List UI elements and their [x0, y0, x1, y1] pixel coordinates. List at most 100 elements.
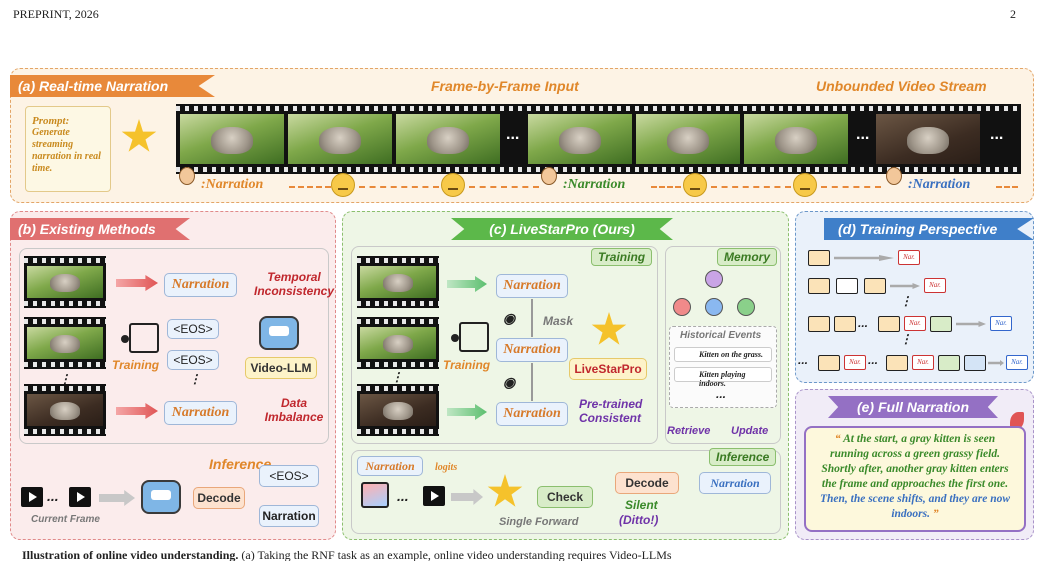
teacher-icon — [451, 322, 489, 352]
narrator-avatar-icon — [886, 167, 902, 185]
frame-thumb-icon — [930, 316, 952, 332]
eos-box: <EOS> — [259, 465, 319, 487]
panel-real-time-narration: (a) Real-time Narration Frame-by-Frame I… — [10, 68, 1034, 203]
caption-text: (a) Taking the RNF task as an example, o… — [238, 548, 672, 561]
timeline-dash — [469, 186, 539, 188]
frame-thumb-icon — [808, 250, 830, 266]
clip-frame — [360, 266, 436, 298]
memory-area — [665, 246, 781, 444]
flow-line — [531, 363, 533, 401]
single-forward-label: Single Forward — [499, 516, 579, 528]
panel-training-perspective: (d) Training Perspective Nar. Nar. ⋮ ...… — [795, 211, 1034, 383]
frame-input-label: Frame-by-Frame Input — [431, 78, 579, 94]
silent-face-icon — [793, 173, 817, 197]
timeline-dash — [821, 186, 881, 188]
grey-arrow — [451, 489, 483, 505]
livestarpro-box: LiveStarPro — [569, 358, 647, 380]
inference-tag: Inference — [709, 448, 777, 466]
video-frame — [180, 114, 284, 164]
nar-box: Nar. — [844, 355, 866, 370]
retrieve-label: Retrieve — [667, 425, 711, 437]
narration-text-part1: At the start, a gray kitten is seen runn… — [821, 433, 1009, 490]
ellipsis: ... — [858, 316, 869, 330]
inference-area — [351, 450, 781, 534]
memory-node — [673, 298, 691, 316]
memory-node — [705, 270, 723, 288]
clip-filmstrip — [357, 384, 439, 436]
ditto-label: (Ditto!) — [619, 513, 659, 527]
decode-box: Decode — [193, 487, 245, 509]
ellipsis: ... — [798, 353, 809, 367]
video-llm-box: Video-LLM — [245, 357, 317, 379]
green-arrow — [447, 404, 487, 420]
clip-frame — [27, 327, 103, 359]
narration-output-box: Narration — [259, 505, 319, 527]
narration-box: Narration — [496, 402, 568, 426]
silent-face-icon — [331, 173, 355, 197]
grey-arrow — [99, 490, 135, 506]
nar-box: Nar. — [924, 278, 946, 293]
prompt-note: Prompt: Generate streaming narration in … — [25, 106, 111, 192]
video-frame — [636, 114, 740, 164]
historical-events-box: Historical Events Kitten on the grass. K… — [669, 326, 777, 408]
grey-arrow — [834, 255, 894, 261]
grey-arrow — [988, 360, 1004, 366]
narration-label-2: :Narration — [563, 177, 626, 192]
narration-box: Narration — [496, 338, 568, 362]
video-frame — [876, 114, 980, 164]
clip-filmstrip — [24, 317, 106, 369]
memory-tag: Memory — [717, 248, 778, 266]
nar-box: Nar. — [990, 316, 1012, 331]
narration-label-3: :Narration — [908, 177, 971, 192]
ellipsis: ... — [47, 488, 59, 504]
pretrained-consistent-label: Pre-trained Consistent — [579, 397, 643, 425]
masked-frame-icon — [836, 278, 858, 294]
nar-box: Nar. — [912, 355, 934, 370]
figure-caption: Illustration of online video understandi… — [22, 548, 672, 561]
clip-frame — [27, 394, 103, 426]
vertical-ellipsis: ⋮ — [900, 294, 912, 308]
decode-box: Decode — [615, 472, 679, 494]
frame-thumb-icon — [964, 355, 986, 371]
page-number: 2 — [1010, 7, 1016, 21]
temporal-inconsistency-label: Temporal Inconsistency — [253, 270, 335, 298]
narration-input-box: Narration — [357, 456, 423, 476]
filmstrip-ellipsis: ... — [856, 126, 870, 143]
panel-existing-methods: (b) Existing Methods Narration Temporal … — [10, 211, 336, 540]
video-frame — [396, 114, 500, 164]
panel-a-title: (a) Real-time Narration — [10, 75, 215, 97]
narration-box: Narration — [496, 274, 568, 298]
narration-label-1: :Narration — [201, 177, 264, 192]
training-tag: Training — [591, 248, 653, 266]
silent-label: Silent — [625, 498, 658, 512]
image-stack-icon — [361, 482, 389, 508]
eye-slash-icon: ◉ — [503, 310, 516, 326]
training-area — [351, 246, 658, 444]
frame-thumb-icon — [808, 316, 830, 332]
event-text: Kitten playing indoors. — [699, 370, 746, 388]
prompt-label: Prompt: — [32, 115, 70, 127]
training-area — [19, 248, 329, 444]
timeline-dash — [359, 186, 439, 188]
update-label: Update — [731, 425, 769, 437]
eye-icon: ◉ — [503, 374, 516, 390]
nar-box: Nar. — [898, 250, 920, 265]
silent-face-icon — [441, 173, 465, 197]
memory-node — [705, 298, 723, 316]
panel-b-title: (b) Existing Methods — [10, 218, 190, 240]
training-label: Training — [443, 358, 491, 372]
nar-box: Nar. — [1006, 355, 1028, 370]
green-arrow — [447, 276, 487, 292]
timeline-dash — [996, 186, 1018, 188]
clip-frame — [360, 327, 436, 359]
mask-label: Mask — [543, 314, 574, 328]
frame-thumb-icon — [886, 355, 908, 371]
frame-thumb-icon — [808, 278, 830, 294]
video-frame — [288, 114, 392, 164]
prompt-text: Generate streaming narration in real tim… — [32, 127, 101, 174]
historical-events-label: Historical Events — [680, 330, 762, 341]
clip-frame — [27, 266, 103, 298]
eos-box: <EOS> — [167, 350, 219, 370]
unbounded-stream-label: Unbounded Video Stream — [816, 78, 987, 94]
frame-thumb-icon — [938, 355, 960, 371]
